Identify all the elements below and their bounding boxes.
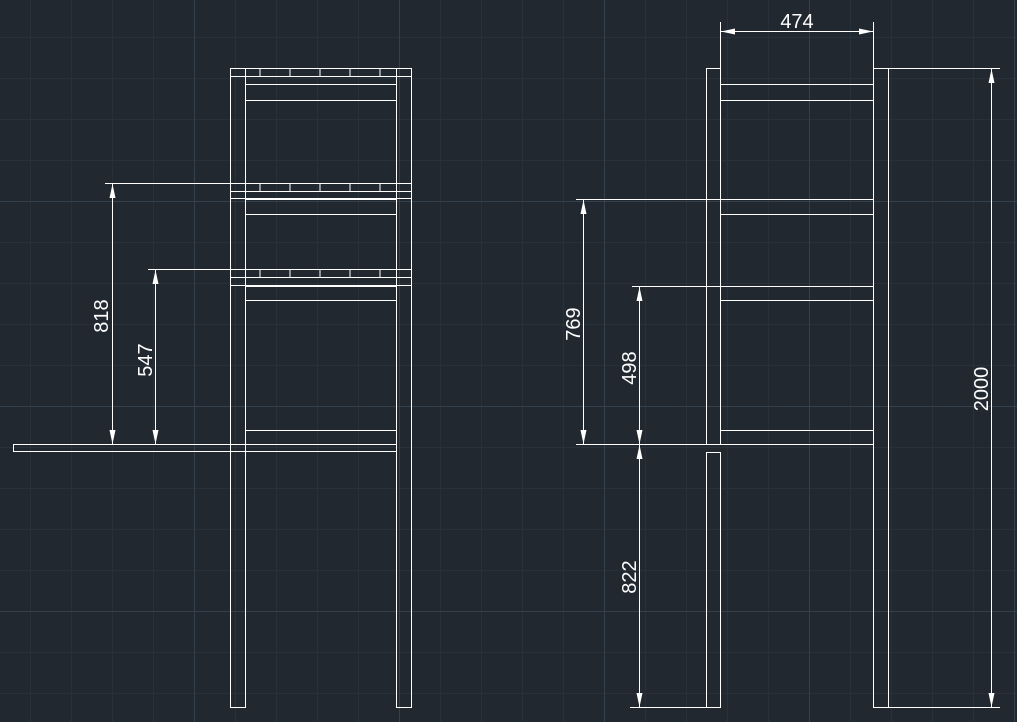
front-lower-shelf-apron [230, 277, 412, 286]
arrow-head [109, 184, 116, 198]
front-view [13, 68, 412, 708]
arrow-head [988, 69, 995, 83]
dimension-text-547[interactable]: 547 [135, 343, 157, 376]
arrow-head [109, 430, 116, 444]
side-left-upright-upper [706, 68, 721, 445]
dimension-text-769[interactable]: 769 [563, 307, 585, 340]
arrow-head [580, 200, 587, 214]
front-top-rail [245, 84, 397, 101]
front-top-shelf [230, 68, 412, 101]
arrow-head [152, 270, 159, 284]
front-view-dimensions: 818 547 [91, 183, 230, 444]
arrow-head [636, 287, 643, 301]
front-left-upright [230, 68, 246, 708]
front-lower-shelf [230, 269, 412, 301]
front-lower-shelf-slats [230, 269, 412, 278]
front-middle-shelf-slats [230, 183, 412, 192]
arrow-head [636, 430, 643, 444]
side-left-upright-lower [706, 452, 721, 708]
dimension-text-474[interactable]: 474 [780, 11, 813, 33]
side-bottom-rail [720, 430, 874, 445]
arrow-head [152, 430, 159, 444]
dimension-text-822[interactable]: 822 [619, 560, 641, 593]
dimension-text-498[interactable]: 498 [619, 351, 641, 384]
side-view [706, 68, 889, 708]
front-lower-rail [245, 286, 397, 301]
arrow-head [580, 430, 587, 444]
side-view-dimensions: 474 769 498 822 2000 [563, 11, 1000, 708]
side-lower-rail [720, 286, 874, 301]
arrow-head [859, 28, 873, 35]
front-middle-rail [245, 199, 397, 215]
arrow-head [988, 693, 995, 707]
front-right-upright [396, 68, 412, 708]
front-middle-shelf [230, 183, 412, 215]
side-top-rail [720, 84, 874, 101]
arrow-head [636, 693, 643, 707]
arrow-head [636, 445, 643, 459]
dimension-text-2000[interactable]: 2000 [971, 367, 993, 412]
front-bottom-rail [245, 430, 397, 445]
arrow-head [721, 28, 735, 35]
front-table-top [13, 444, 397, 452]
side-middle-rail [720, 199, 874, 215]
front-table-joint [230, 444, 246, 452]
front-middle-shelf-apron [230, 191, 412, 199]
side-right-upright [873, 68, 889, 708]
front-top-shelf-slats [230, 68, 412, 77]
dimension-text-818[interactable]: 818 [91, 299, 113, 332]
